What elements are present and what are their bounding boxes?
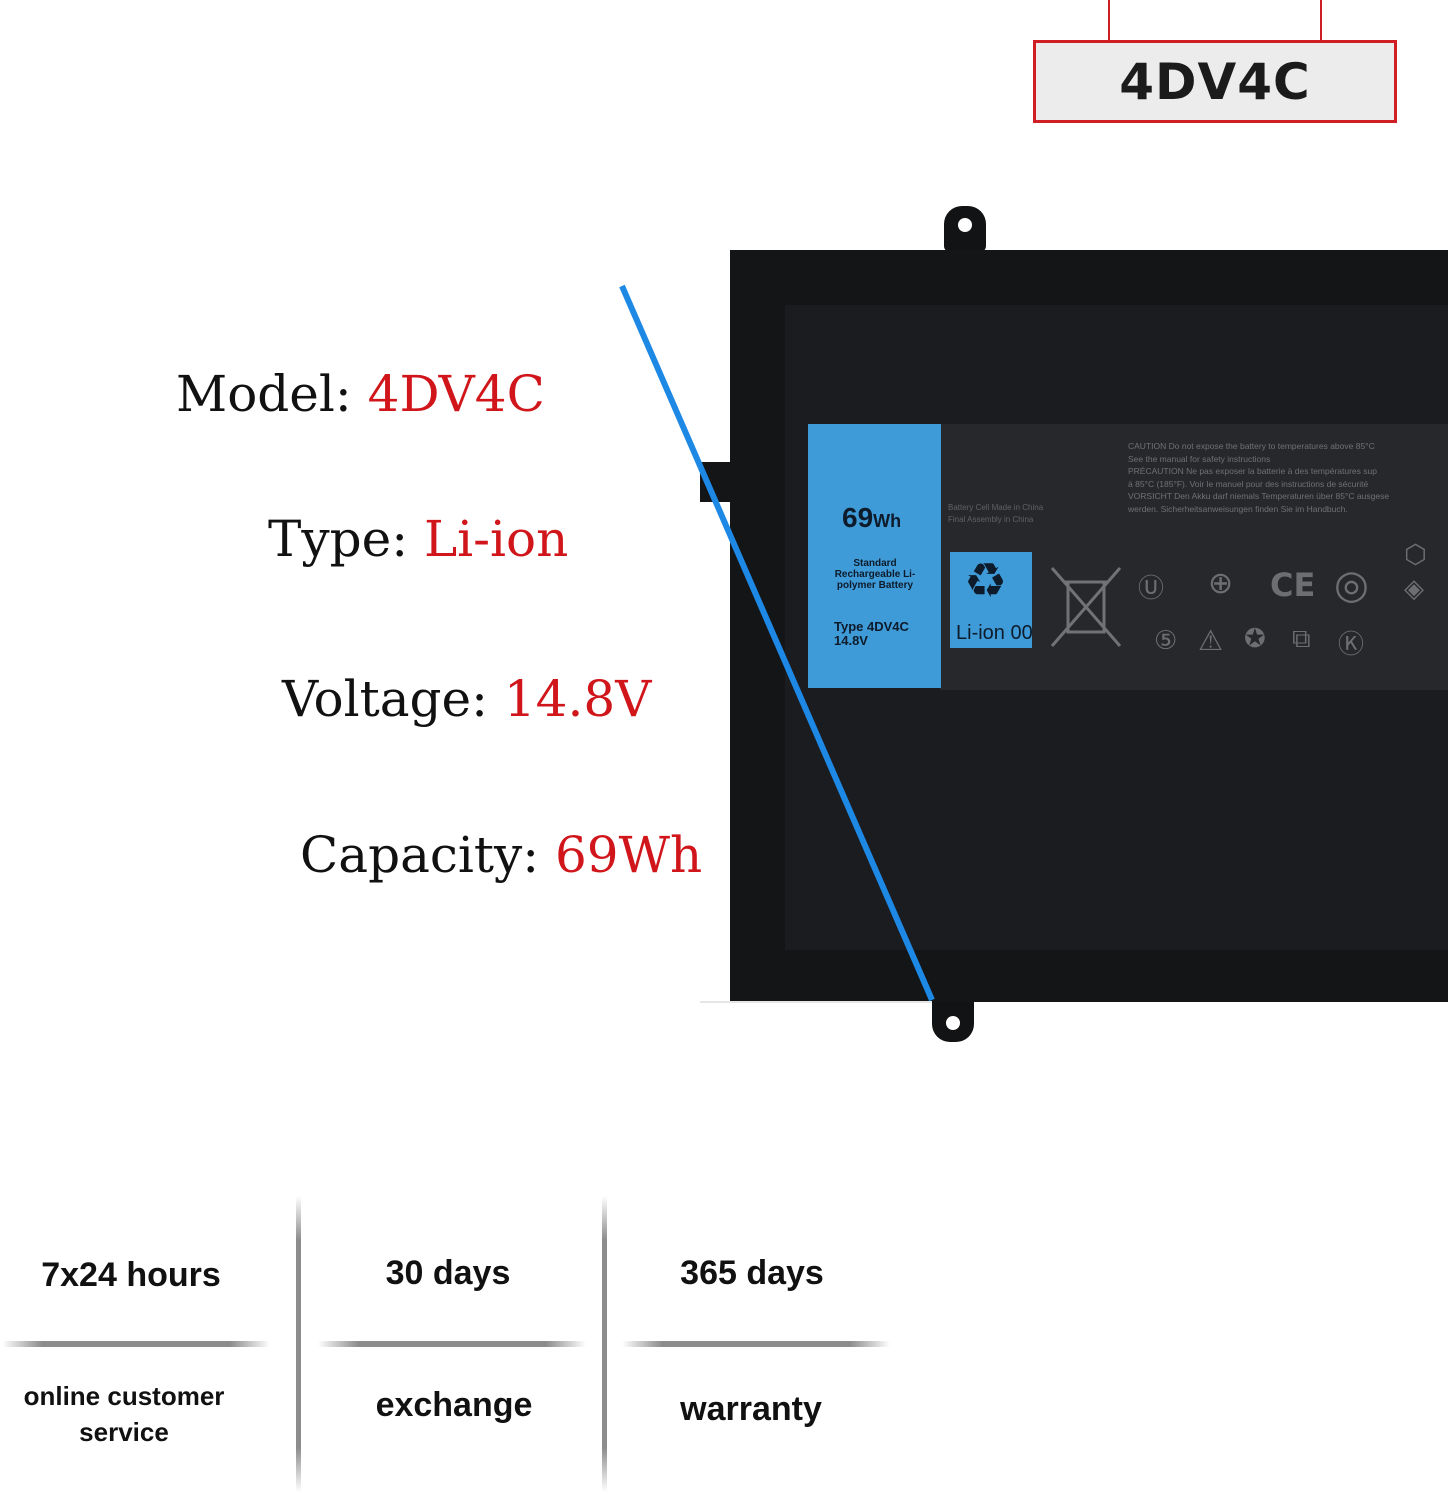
- safety-mark-icon: ⊕: [1208, 566, 1234, 601]
- mounting-ear-bottom: [932, 996, 974, 1042]
- battery-description: Standard Rechargeable Li-polymer Battery: [834, 558, 916, 591]
- service-divider-vertical: [296, 1196, 301, 1492]
- service-divider-horizontal: [2, 1341, 270, 1347]
- caution-text: CAUTION Do not expose the battery to tem…: [1128, 441, 1390, 514]
- spec-capacity: Capacity: 69Wh: [300, 826, 703, 884]
- spec-type: Type: Li-ion: [268, 510, 569, 568]
- diagonal-divider: [619, 284, 935, 1003]
- service-exchange-head: 30 days: [385, 1254, 511, 1292]
- battery-image: 69Wh Standard Rechargeable Li-polymer Ba…: [700, 206, 1448, 1042]
- battery-rating-label: 69Wh Standard Rechargeable Li-polymer Ba…: [808, 424, 941, 688]
- certification-marks: Ⓤ ⊕ CE ◎ ⬡ ◈ ⑤ ⚠ ✪ ⧉ Ⓚ: [1042, 540, 1446, 670]
- spec-model: Model: 4DV4C: [176, 365, 545, 423]
- service-warranty-head: 365 days: [680, 1254, 824, 1292]
- service-support-sub: online customer service: [23, 1381, 225, 1447]
- capacity-rating: 69Wh: [842, 502, 902, 533]
- rcm-mark-icon: ✪: [1244, 624, 1266, 654]
- model-tag: 4DV4C: [1033, 40, 1397, 123]
- service-divider-horizontal: [318, 1341, 586, 1347]
- ce-mark-icon: CE: [1270, 566, 1316, 604]
- origin-text: Battery Cell Made in China Final Assembl…: [948, 503, 1044, 524]
- weee-bin-icon: [1050, 567, 1122, 647]
- mounting-ear-top: [944, 206, 986, 252]
- seal-mark-icon: ◎: [1334, 562, 1369, 608]
- pse-round-mark-icon: ◈: [1404, 574, 1424, 604]
- kc-mark-icon: Ⓚ: [1338, 630, 1365, 660]
- service-divider-horizontal: [622, 1341, 890, 1347]
- circle-mark-icon: ⑤: [1154, 626, 1178, 656]
- spec-voltage: Voltage: 14.8V: [282, 670, 652, 728]
- service-support-head: 7x24 hours: [41, 1256, 221, 1294]
- service-warranty-sub: warranty: [680, 1390, 822, 1428]
- warning-icon: ⚠: [1198, 624, 1224, 657]
- service-exchange-sub: exchange: [375, 1386, 533, 1424]
- recycle-icon: ♻: [964, 555, 1008, 608]
- compliance-mark-icon: ⧉: [1292, 624, 1311, 654]
- ul-mark-icon: Ⓤ: [1138, 574, 1165, 604]
- recycle-label: ♻ Li-ion 00: [950, 552, 1033, 648]
- service-divider-vertical: [602, 1196, 607, 1492]
- recycle-chemistry-text: Li-ion 00: [956, 622, 1033, 644]
- tag-connector-lines: [1108, 0, 1322, 40]
- pse-mark-icon: ⬡: [1404, 540, 1427, 570]
- battery-type-info: Type 4DV4C 14.8V: [834, 619, 909, 648]
